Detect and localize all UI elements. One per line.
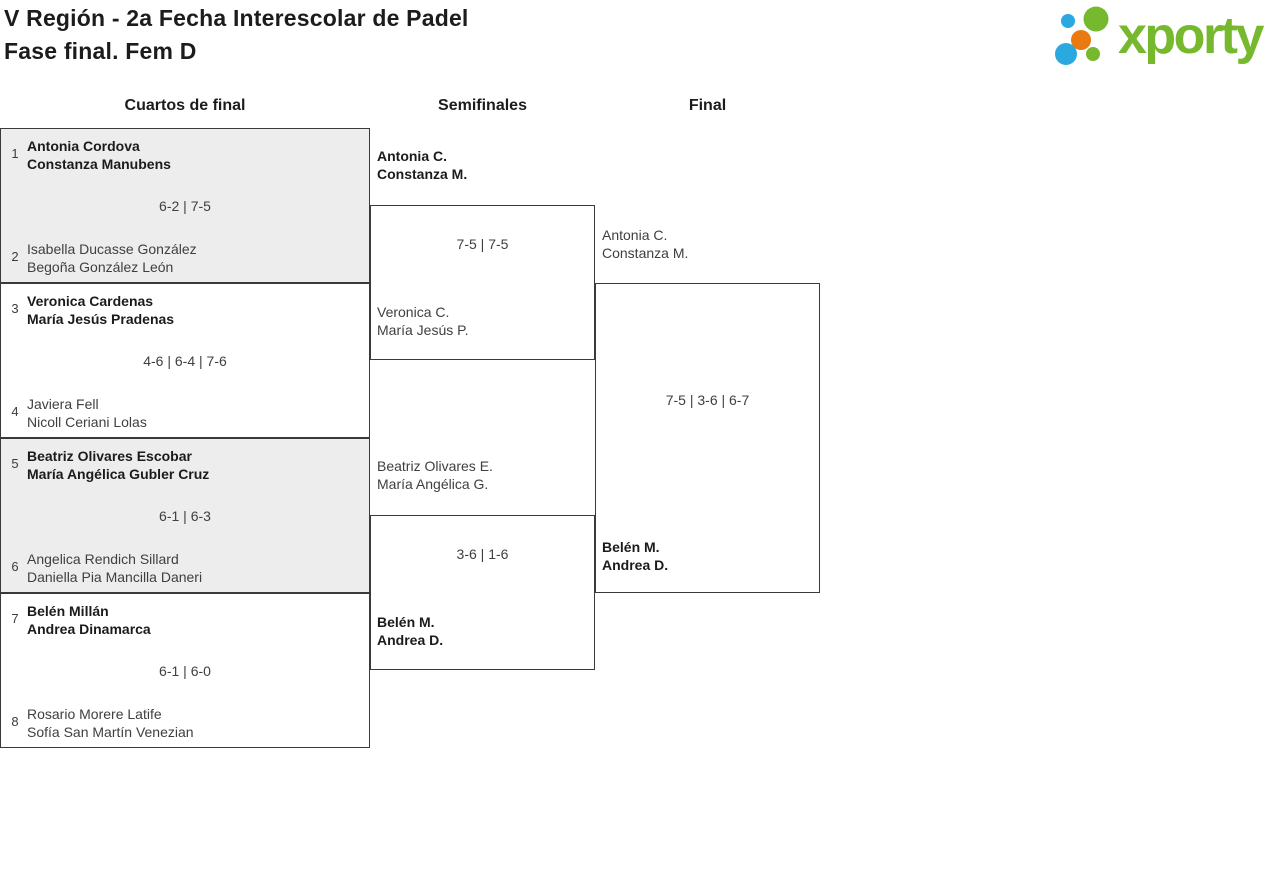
match-score: 6-1 | 6-3 [159,508,211,524]
logo-dot-orange [1071,30,1091,50]
player-name: Belén Millán [27,603,109,619]
column-header-quarterfinals: Cuartos de final [124,97,246,114]
team-pair: Belén M. Andrea D. [377,613,443,649]
match-score: 3-6 | 1-6 [456,546,509,562]
seed-number: 1 [11,146,19,161]
quarterfinal-match-4: 7 Belén Millán Andrea Dinamarca 6-1 | 6-… [0,593,370,748]
seed-number: 3 [11,301,19,316]
player-name: María Jesús P. [377,322,469,338]
semifinal-match-1: 7-5 | 7-5 [370,205,595,360]
player-name: Antonia C. [377,148,447,164]
player-name: Rosario Morere Latife [27,706,162,722]
seed-number: 6 [11,559,19,574]
logo-dot-blue-small [1061,14,1075,28]
player-name: Andrea Dinamarca [27,621,151,637]
team-pair: Belén M. Andrea D. [602,538,668,574]
match-score: 7-5 | 3-6 | 6-7 [665,392,750,408]
quarterfinal-match-1: 1 Antonia Cordova Constanza Manubens 6-2… [0,128,370,283]
seed-number: 4 [11,404,19,419]
player-name: Belén M. [377,614,435,630]
column-header-semifinals: Semifinales [438,97,527,114]
player-name: Nicoll Ceriani Lolas [27,414,147,430]
seed-number: 5 [11,456,19,471]
player-name: Constanza M. [377,166,468,182]
match-score: 4-6 | 6-4 | 7-6 [143,353,227,369]
logo-dot-blue-large [1055,43,1077,65]
seed-number: 7 [11,611,19,626]
player-name: María Angélica Gubler Cruz [27,466,210,482]
player-name: María Jesús Pradenas [27,311,175,327]
player-name: Daniella Pia Mancilla Daneri [27,569,203,585]
team-pair: Rosario Morere Latife Sofía San Martín V… [27,705,194,741]
player-name: Antonia Cordova [27,138,140,154]
seed-number: 2 [11,249,19,264]
logo-dot-green-large [1083,6,1109,32]
team-pair: Veronica Cardenas María Jesús Pradenas [27,292,174,328]
team-pair: Antonia C. Constanza M. [602,226,688,262]
logo-dot-green-small [1086,47,1100,61]
player-name: Isabella Ducasse González [27,241,197,257]
match-score: 7-5 | 7-5 [456,236,509,252]
semifinal-match-2: 3-6 | 1-6 [370,515,595,670]
player-name: Angelica Rendich Sillard [27,551,179,567]
team-pair: Antonia C. Constanza M. [377,147,467,183]
page-title: V Región - 2a Fecha Interescolar de Pade… [4,2,469,68]
player-name: Sofía San Martín Venezian [27,724,194,740]
team-pair: Antonia Cordova Constanza Manubens [27,137,171,173]
tournament-title: V Región - 2a Fecha Interescolar de Pade… [4,5,469,31]
seed-number: 8 [11,714,19,729]
player-name: Veronica C. [377,304,450,320]
team-pair: Javiera Fell Nicoll Ceriani Lolas [27,395,147,431]
quarterfinal-match-2: 3 Veronica Cardenas María Jesús Pradenas… [0,283,370,438]
player-name: Andrea D. [602,557,669,573]
team-pair: Veronica C. María Jesús P. [377,303,469,339]
xporty-logo-text: xporty [1118,7,1264,65]
xporty-logo-dots-icon [1055,6,1109,65]
team-pair: Angelica Rendich Sillard Daniella Pia Ma… [27,550,202,586]
column-header-final: Final [688,97,727,114]
match-score: 6-1 | 6-0 [159,663,211,679]
player-name: Beatriz Olivares Escobar [27,448,192,464]
team-pair: Isabella Ducasse González Begoña Gonzále… [27,240,197,276]
team-pair: Beatriz Olivares Escobar María Angélica … [27,447,209,483]
quarterfinal-match-3: 5 Beatriz Olivares Escobar María Angélic… [0,438,370,593]
player-name: María Angélica G. [377,476,489,492]
phase-subtitle: Fase final. Fem D [4,38,197,64]
xporty-logo[interactable]: xporty [1049,5,1264,69]
final-match: 7-5 | 3-6 | 6-7 [595,283,820,593]
player-name: Constanza M. [602,245,689,261]
player-name: Andrea D. [377,632,444,648]
team-pair: Beatriz Olivares E. María Angélica G. [377,457,493,493]
player-name: Belén M. [602,539,660,555]
player-name: Veronica Cardenas [27,293,154,309]
player-name: Constanza Manubens [27,156,171,172]
match-score: 6-2 | 7-5 [159,198,211,214]
player-name: Beatriz Olivares E. [377,458,493,474]
team-pair: Belén Millán Andrea Dinamarca [27,602,151,638]
player-name: Begoña González León [27,259,174,275]
player-name: Antonia C. [602,227,668,243]
player-name: Javiera Fell [27,396,99,412]
